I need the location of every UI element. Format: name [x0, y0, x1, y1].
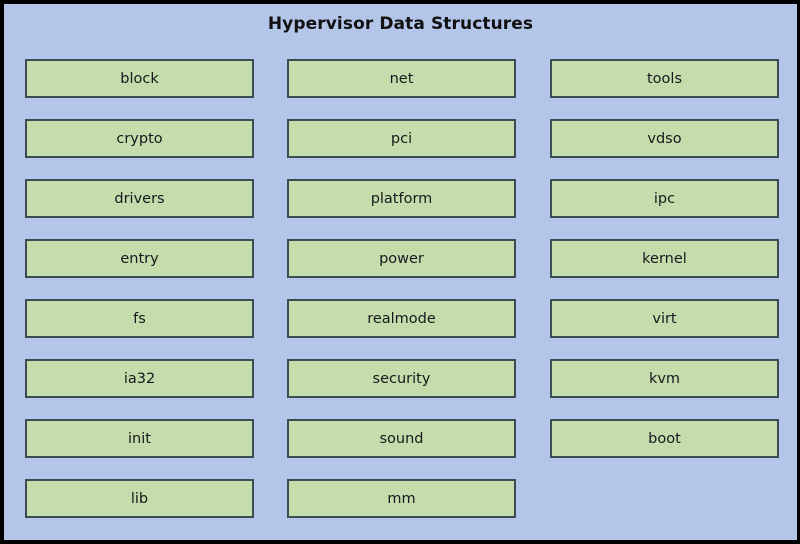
node-label: pci: [390, 130, 413, 147]
node-label: vdso: [647, 130, 682, 147]
node-label: entry: [120, 250, 159, 267]
node-box[interactable]: security: [287, 359, 516, 398]
node-box[interactable]: init: [25, 419, 254, 458]
node-box[interactable]: kernel: [550, 239, 779, 278]
node-box[interactable]: fs: [25, 299, 254, 338]
node-box[interactable]: platform: [287, 179, 516, 218]
node-label: drivers: [114, 190, 165, 207]
node-label: fs: [133, 310, 146, 327]
node-column-1: block crypto drivers entry fs ia32 init …: [25, 59, 254, 539]
node-label: kvm: [648, 370, 681, 387]
node-box[interactable]: vdso: [550, 119, 779, 158]
diagram-title: Hypervisor Data Structures: [267, 14, 534, 34]
node-label: lib: [130, 490, 149, 507]
node-column-2: net pci platform power realmode security…: [287, 59, 516, 539]
node-box[interactable]: lib: [25, 479, 254, 518]
node-box[interactable]: block: [25, 59, 254, 98]
node-box[interactable]: power: [287, 239, 516, 278]
node-box[interactable]: boot: [550, 419, 779, 458]
node-label: net: [389, 70, 414, 87]
node-label: ia32: [123, 370, 156, 387]
node-box[interactable]: net: [287, 59, 516, 98]
node-box[interactable]: kvm: [550, 359, 779, 398]
node-box[interactable]: virt: [550, 299, 779, 338]
node-label: mm: [387, 490, 416, 507]
node-label: tools: [646, 70, 682, 87]
node-box[interactable]: crypto: [25, 119, 254, 158]
node-box[interactable]: sound: [287, 419, 516, 458]
node-label: security: [372, 370, 431, 387]
node-box[interactable]: mm: [287, 479, 516, 518]
node-label: ipc: [653, 190, 676, 207]
node-box[interactable]: pci: [287, 119, 516, 158]
node-label: power: [379, 250, 424, 267]
node-label: sound: [379, 430, 424, 447]
node-box[interactable]: entry: [25, 239, 254, 278]
node-label: kernel: [642, 250, 687, 267]
node-label: platform: [370, 190, 433, 207]
node-label: crypto: [116, 130, 163, 147]
node-box[interactable]: drivers: [25, 179, 254, 218]
node-label: realmode: [367, 310, 436, 327]
node-label: boot: [648, 430, 681, 447]
node-label: init: [128, 430, 151, 447]
node-label: block: [120, 70, 159, 87]
node-box[interactable]: ipc: [550, 179, 779, 218]
node-box[interactable]: tools: [550, 59, 779, 98]
node-column-3: tools vdso ipc kernel virt kvm boot: [550, 59, 779, 479]
node-box[interactable]: realmode: [287, 299, 516, 338]
node-label: virt: [652, 310, 677, 327]
node-box[interactable]: ia32: [25, 359, 254, 398]
